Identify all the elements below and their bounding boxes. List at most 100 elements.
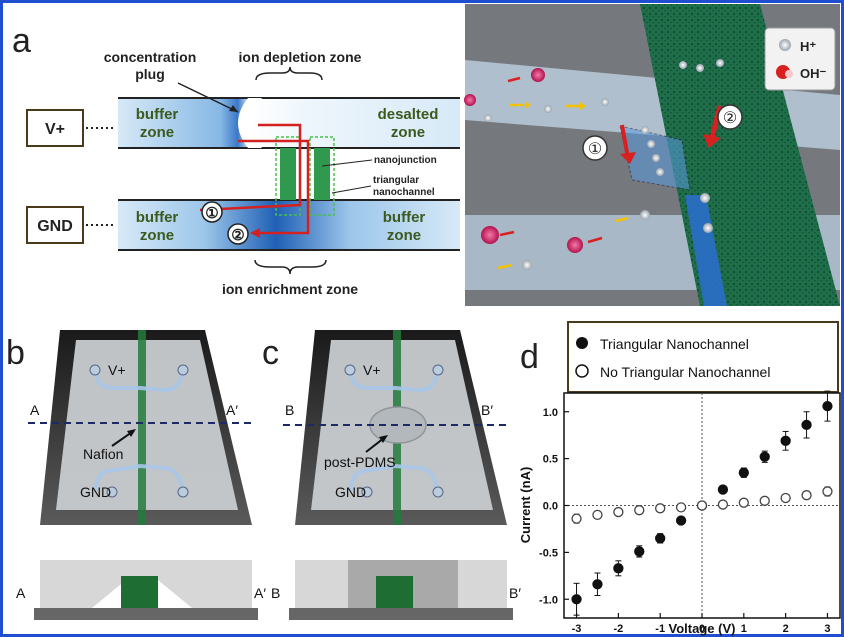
oh-ion (481, 226, 499, 244)
data-point-no-triangular (675, 502, 687, 513)
cross-section-a-nanochannel (121, 576, 158, 608)
lower-buffer-left-1: buffer (136, 209, 179, 226)
concentration-plug-shape (238, 98, 262, 148)
gnd-label: GND (37, 218, 73, 235)
panel-c-letter: c (262, 334, 279, 372)
cross-section-a-left: A (16, 585, 26, 601)
nanojunction-label: nanojunction (374, 155, 437, 166)
ion-depletion-zone-label: ion depletion zone (239, 49, 362, 65)
cross-section-b-left: B (271, 585, 280, 601)
lower-buffer-right-2: zone (387, 227, 421, 244)
y-axis-label: Current (nA) (518, 467, 533, 544)
data-point-no-triangular (696, 500, 708, 511)
legend-marker-no-triangular (575, 364, 589, 378)
upper-microchannel (118, 98, 460, 148)
section-a-left: A (30, 402, 40, 418)
chip-c-v-plus: V+ (363, 362, 381, 378)
y-tick-label: 0.5 (543, 454, 558, 466)
panel-b-letter: b (6, 334, 25, 372)
chart-legend (567, 321, 839, 393)
panel-c: c V+ GND post-PDMS B B′ B B′ (262, 330, 521, 620)
current-path-2 (238, 139, 310, 235)
data-point-triangular (592, 579, 603, 590)
desalted-label-1: desalted (378, 106, 439, 123)
h-legend-label: H⁺ (800, 39, 816, 54)
current-path-1 (199, 123, 302, 212)
legend-label-no-triangular: No Triangular Nanochannel (600, 364, 770, 380)
panel-d: d Triangular Nanochannel No Triangular N… (518, 321, 841, 636)
data-point-triangular (634, 546, 645, 557)
data-point-triangular (822, 400, 833, 412)
chip-c-gnd: GND (335, 484, 366, 500)
lower-buffer-left-2: zone (140, 227, 174, 244)
ion-enrichment-zone-label: ion enrichment zone (222, 281, 358, 297)
h-ion (601, 98, 609, 106)
desalted-label-2: zone (391, 124, 425, 141)
data-point-no-triangular (822, 486, 833, 497)
path-2-label: ② (231, 227, 244, 244)
nanochannel-box-right (309, 136, 335, 216)
legend-marker-triangular (576, 337, 588, 349)
oh-ion (464, 94, 476, 106)
data-point-no-triangular (801, 490, 812, 501)
x-axis-label: Voltage (V) (669, 621, 736, 636)
y-tick-label: 0.0 (543, 501, 558, 513)
oh-ion (531, 68, 545, 82)
render-nanojunction-band (640, 4, 840, 306)
data-point-no-triangular (592, 509, 603, 521)
data-point-triangular (655, 533, 666, 544)
x-tick-label: 2 (783, 623, 789, 635)
triangular-label: triangular (373, 175, 419, 186)
panel-b: b V+ GND Nafion A A′ A A′ (6, 330, 266, 620)
data-point-triangular (675, 515, 687, 526)
path-1-label: ① (205, 205, 218, 222)
plug-label: plug (135, 66, 165, 82)
y-tick-label: 1.0 (543, 407, 558, 419)
v-plus-electrode (26, 109, 84, 147)
oh-ion (567, 237, 583, 253)
data-point-no-triangular (613, 506, 624, 518)
enrichment-brace (254, 259, 327, 275)
section-b-right: B′ (481, 402, 493, 418)
x-tick-label: 3 (824, 623, 830, 635)
lower-channel-right (276, 200, 460, 250)
concentration-label: concentration (104, 49, 197, 65)
x-tick-label: 0 (699, 623, 705, 635)
nanochannel-label: nanochannel (373, 187, 435, 198)
data-point-triangular (738, 467, 749, 478)
lower-buffer-right-1: buffer (383, 209, 426, 226)
data-point-triangular (801, 419, 812, 431)
data-point-no-triangular (780, 492, 791, 504)
data-point-triangular (613, 563, 624, 574)
x-tick-label: -1 (655, 623, 665, 635)
panel-d-letter: d (520, 338, 539, 376)
cross-section-a-right: A′ (254, 585, 266, 601)
chip-b-nafion-strip (138, 330, 146, 525)
chip-b-nafion-label: Nafion (83, 446, 123, 462)
data-point-triangular (717, 484, 729, 495)
data-point-no-triangular (717, 499, 729, 510)
h-legend-icon (779, 39, 791, 51)
render-path-1-label: ① (588, 141, 602, 158)
data-point-no-triangular (655, 503, 666, 514)
panel-a-schematic: a ① ② concentration plug ion depletion z… (12, 22, 460, 297)
data-point-no-triangular (634, 505, 645, 516)
cross-section-b-right: B′ (509, 585, 521, 601)
data-point-triangular (780, 435, 791, 446)
panel-a-render: ① ② H⁺ OH⁻ (464, 4, 840, 306)
data-point-triangular (759, 451, 770, 462)
chip-b-gnd: GND (80, 484, 111, 500)
x-tick-label: -3 (572, 623, 582, 635)
chip-c-post-pdms-label: post-PDMS (324, 454, 396, 470)
h-ion (544, 105, 552, 113)
y-tick-label: -0.5 (539, 547, 558, 559)
gnd-electrode (26, 206, 84, 244)
upper-buffer-label-2: zone (140, 124, 174, 141)
legend-label-triangular: Triangular Nanochannel (600, 336, 749, 352)
section-a-right: A′ (226, 402, 238, 418)
data-point-triangular (571, 594, 582, 605)
x-tick-label: 1 (741, 623, 747, 635)
